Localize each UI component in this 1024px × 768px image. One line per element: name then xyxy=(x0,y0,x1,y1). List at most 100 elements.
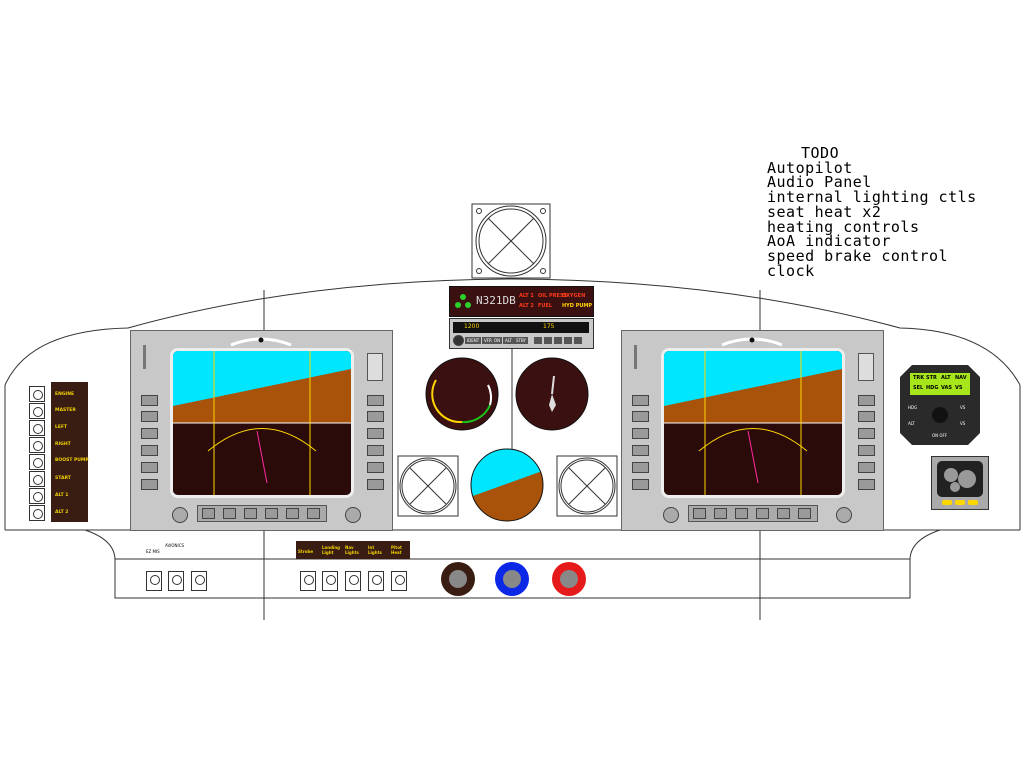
switch-label: START xyxy=(55,476,71,481)
transponder-key[interactable] xyxy=(554,337,562,344)
ap-alt-button[interactable]: ALT xyxy=(908,421,915,426)
softkey-right[interactable] xyxy=(367,428,384,439)
gauge-button[interactable] xyxy=(968,500,978,505)
transponder-key[interactable] xyxy=(564,337,572,344)
softkey-bottom[interactable] xyxy=(202,508,215,519)
softkey-right[interactable] xyxy=(367,462,384,473)
ap-label: HDG xyxy=(926,385,939,391)
softkey-bottom[interactable] xyxy=(244,508,257,519)
softkey-bottom[interactable] xyxy=(223,508,236,519)
softkey-right[interactable] xyxy=(858,462,875,473)
todo-item: heating controls xyxy=(767,217,920,236)
mfd-rocker[interactable] xyxy=(367,353,383,381)
right-mfd xyxy=(621,330,884,531)
stby-button[interactable]: STBY xyxy=(514,337,528,344)
transponder-key[interactable] xyxy=(544,337,552,344)
switch-label: MASTER xyxy=(55,408,76,413)
ez-mis-label: EZ MIS xyxy=(146,549,160,554)
toggle-switch-master[interactable] xyxy=(29,403,45,419)
softkey-left[interactable] xyxy=(632,411,649,422)
softkey-bottom[interactable] xyxy=(735,508,748,519)
toggle-switch-landing[interactable] xyxy=(322,571,338,591)
vfr-button[interactable]: VFR xyxy=(482,337,494,344)
softkey-right[interactable] xyxy=(367,395,384,406)
toggle-switch-right[interactable] xyxy=(29,437,45,453)
softkey-left[interactable] xyxy=(141,479,158,490)
ap-label: TRK xyxy=(913,375,925,381)
mfd-knob-left[interactable] xyxy=(663,507,679,523)
softkey-right[interactable] xyxy=(858,479,875,490)
softkey-bottom[interactable] xyxy=(714,508,727,519)
mfd-knob-right[interactable] xyxy=(345,507,361,523)
softkey-right[interactable] xyxy=(367,479,384,490)
softkey-bottom[interactable] xyxy=(693,508,706,519)
squawk-code: 1200 xyxy=(464,323,480,330)
toggle-switch-boost[interactable] xyxy=(29,454,45,470)
switch-label: ALT 1 xyxy=(55,493,69,498)
softkey-right[interactable] xyxy=(858,428,875,439)
toggle-switch-ez[interactable] xyxy=(146,571,162,591)
transponder-key[interactable] xyxy=(534,337,542,344)
softkey-left[interactable] xyxy=(141,411,158,422)
ap-label: NAV xyxy=(955,375,967,381)
softkey-left[interactable] xyxy=(632,479,649,490)
transponder-knob[interactable] xyxy=(453,335,464,346)
gauge-button[interactable] xyxy=(955,500,965,505)
toggle-switch-int[interactable] xyxy=(368,571,384,591)
softkey-bottom[interactable] xyxy=(777,508,790,519)
ident-button[interactable]: IDENT xyxy=(465,337,482,344)
softkey-bottom[interactable] xyxy=(798,508,811,519)
ap-label: SEL xyxy=(913,385,924,391)
softkey-left[interactable] xyxy=(632,428,649,439)
todo-item: seat heat x2 xyxy=(767,202,882,221)
transponder-readout: 175 xyxy=(543,323,555,330)
left-switch-panel: ENGINE MASTER LEFT RIGHT BOOST PUMP STAR… xyxy=(23,382,89,522)
softkey-left[interactable] xyxy=(141,445,158,456)
softkey-right[interactable] xyxy=(858,445,875,456)
softkey-right[interactable] xyxy=(858,395,875,406)
left-mfd xyxy=(130,330,393,531)
mfd-knob-right[interactable] xyxy=(836,507,852,523)
ap-vs-dn-button[interactable]: VS xyxy=(960,421,966,426)
gauge-button[interactable] xyxy=(942,500,952,505)
ap-hdg-button[interactable]: HDG xyxy=(908,405,918,410)
toggle-switch-avionics2[interactable] xyxy=(191,571,207,591)
on-button[interactable]: ON xyxy=(492,337,503,344)
softkey-left[interactable] xyxy=(141,462,158,473)
toggle-switch-start[interactable] xyxy=(29,471,45,487)
softkey-left[interactable] xyxy=(141,395,158,406)
rotary-knob-icon[interactable] xyxy=(552,562,586,596)
toggle-switch-strobe[interactable] xyxy=(300,571,316,591)
mfd-knob-left[interactable] xyxy=(172,507,188,523)
toggle-switch-alt1[interactable] xyxy=(29,488,45,504)
softkey-left[interactable] xyxy=(632,445,649,456)
softkey-right[interactable] xyxy=(367,411,384,422)
softkey-bottom[interactable] xyxy=(756,508,769,519)
switch-label: ALT 2 xyxy=(55,510,69,515)
ap-onoff[interactable]: ON OFF xyxy=(932,433,948,438)
toggle-switch-left[interactable] xyxy=(29,420,45,436)
toggle-switch-avionics1[interactable] xyxy=(168,571,184,591)
softkey-left[interactable] xyxy=(141,428,158,439)
mfd-rocker[interactable] xyxy=(858,353,874,381)
toggle-switch-alt2[interactable] xyxy=(29,505,45,521)
softkey-left[interactable] xyxy=(632,395,649,406)
softkey-bottom[interactable] xyxy=(265,508,278,519)
rotary-knob-icon[interactable] xyxy=(441,562,475,596)
softkey-bottom[interactable] xyxy=(286,508,299,519)
aoa-gauge xyxy=(931,456,989,510)
alt-button[interactable]: ALT xyxy=(503,337,514,344)
ap-vs-up-button[interactable]: VS xyxy=(960,405,966,410)
rotary-knob-icon[interactable] xyxy=(495,562,529,596)
toggle-switch-engine[interactable] xyxy=(29,386,45,402)
toggle-switch-pitot[interactable] xyxy=(391,571,407,591)
toggle-switch-nav[interactable] xyxy=(345,571,361,591)
switch-label: ENGINE xyxy=(55,392,75,397)
softkey-right[interactable] xyxy=(367,445,384,456)
switch-label: LEFT xyxy=(55,425,68,430)
todo-item: Audio Panel xyxy=(767,173,872,192)
softkey-right[interactable] xyxy=(858,411,875,422)
softkey-left[interactable] xyxy=(632,462,649,473)
softkey-bottom[interactable] xyxy=(307,508,320,519)
transponder-key[interactable] xyxy=(574,337,582,344)
